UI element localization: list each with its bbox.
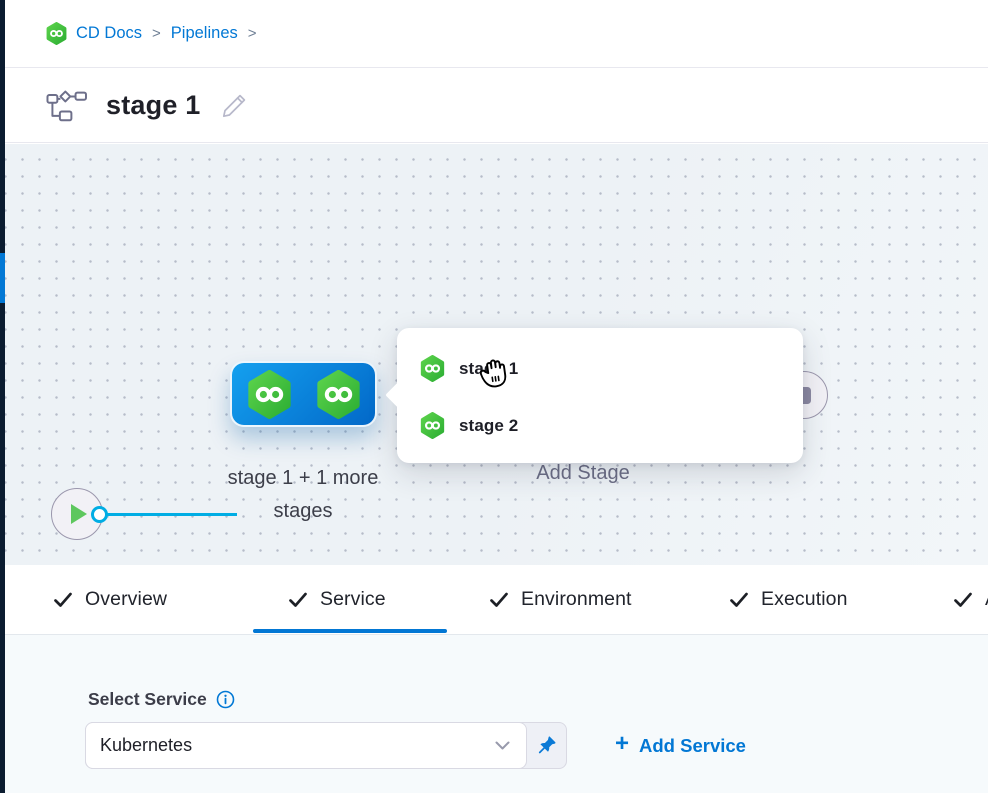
start-node[interactable]: [51, 488, 103, 540]
add-service-label: Add Service: [639, 734, 746, 756]
check-icon: [288, 590, 308, 609]
select-service-label: Select Service: [88, 689, 207, 709]
stage-hexagon-icon: [420, 355, 445, 382]
pipeline-canvas[interactable]: stage 1 + 1 more stages stage 1: [5, 144, 988, 565]
check-icon: [729, 590, 749, 609]
tab-overview[interactable]: Overview: [53, 565, 167, 634]
service-panel: Select Service Kubernetes: [5, 634, 988, 793]
tab-service[interactable]: Service: [288, 565, 386, 634]
service-select[interactable]: Kubernetes: [85, 722, 527, 769]
stage-group-popup: stage 1 stage 2: [397, 328, 803, 463]
stage-hexagon-icon: [420, 412, 445, 439]
stage-tab-bar: Overview Service Environment Execution A: [5, 565, 988, 634]
left-nav-rail[interactable]: [0, 0, 5, 793]
check-icon: [489, 590, 509, 609]
breadcrumb-separator: >: [152, 25, 161, 42]
breadcrumb-separator: >: [247, 25, 257, 42]
tab-execution[interactable]: Execution: [729, 565, 848, 634]
service-select-group: Kubernetes: [85, 722, 567, 769]
check-icon: [53, 590, 73, 609]
stage-group-node[interactable]: [230, 361, 377, 427]
active-tab-underline: [253, 629, 447, 633]
add-stage-button[interactable]: Add Stage: [536, 462, 630, 484]
tab-advanced-clipped[interactable]: A: [953, 565, 988, 634]
plus-icon: +: [615, 730, 630, 757]
title-bar: stage 1: [5, 69, 988, 143]
stage-group-caption: stage 1 + 1 more stages: [227, 467, 379, 522]
tab-label: Environment: [521, 588, 632, 610]
tab-label: A: [985, 588, 988, 611]
check-icon: [953, 590, 973, 609]
pushpin-icon: [536, 735, 557, 756]
page-title: stage 1: [106, 90, 201, 120]
play-icon: [71, 504, 87, 524]
add-service-button[interactable]: + Add Service: [615, 722, 746, 769]
popup-item-label: stage 2: [459, 415, 519, 435]
hand-cursor-icon: [475, 352, 513, 392]
breadcrumb-link-pipelines[interactable]: Pipelines: [170, 24, 238, 42]
stage-hexagon-icon: [316, 369, 361, 419]
pipeline-icon: [46, 89, 88, 123]
tab-label: Service: [320, 588, 386, 610]
breadcrumb: CD Docs > Pipelines >: [5, 0, 988, 68]
stage-hexagon-icon: [247, 369, 292, 419]
edit-pencil-icon[interactable]: [220, 92, 248, 120]
chevron-down-icon: [495, 741, 510, 751]
edge-connector: [100, 512, 237, 516]
harness-logo-icon: [46, 22, 67, 45]
tab-label: Execution: [761, 588, 848, 610]
tab-label: Overview: [85, 588, 168, 610]
popup-item-stage-2[interactable]: stage 2: [420, 412, 518, 439]
start-node-port: [91, 506, 108, 523]
service-select-value: Kubernetes: [100, 735, 193, 755]
breadcrumb-link-project[interactable]: CD Docs: [76, 24, 143, 42]
tab-environment[interactable]: Environment: [489, 565, 632, 634]
pin-service-button[interactable]: [527, 723, 566, 768]
info-icon[interactable]: [216, 690, 235, 709]
nav-active-indicator: [0, 253, 5, 303]
